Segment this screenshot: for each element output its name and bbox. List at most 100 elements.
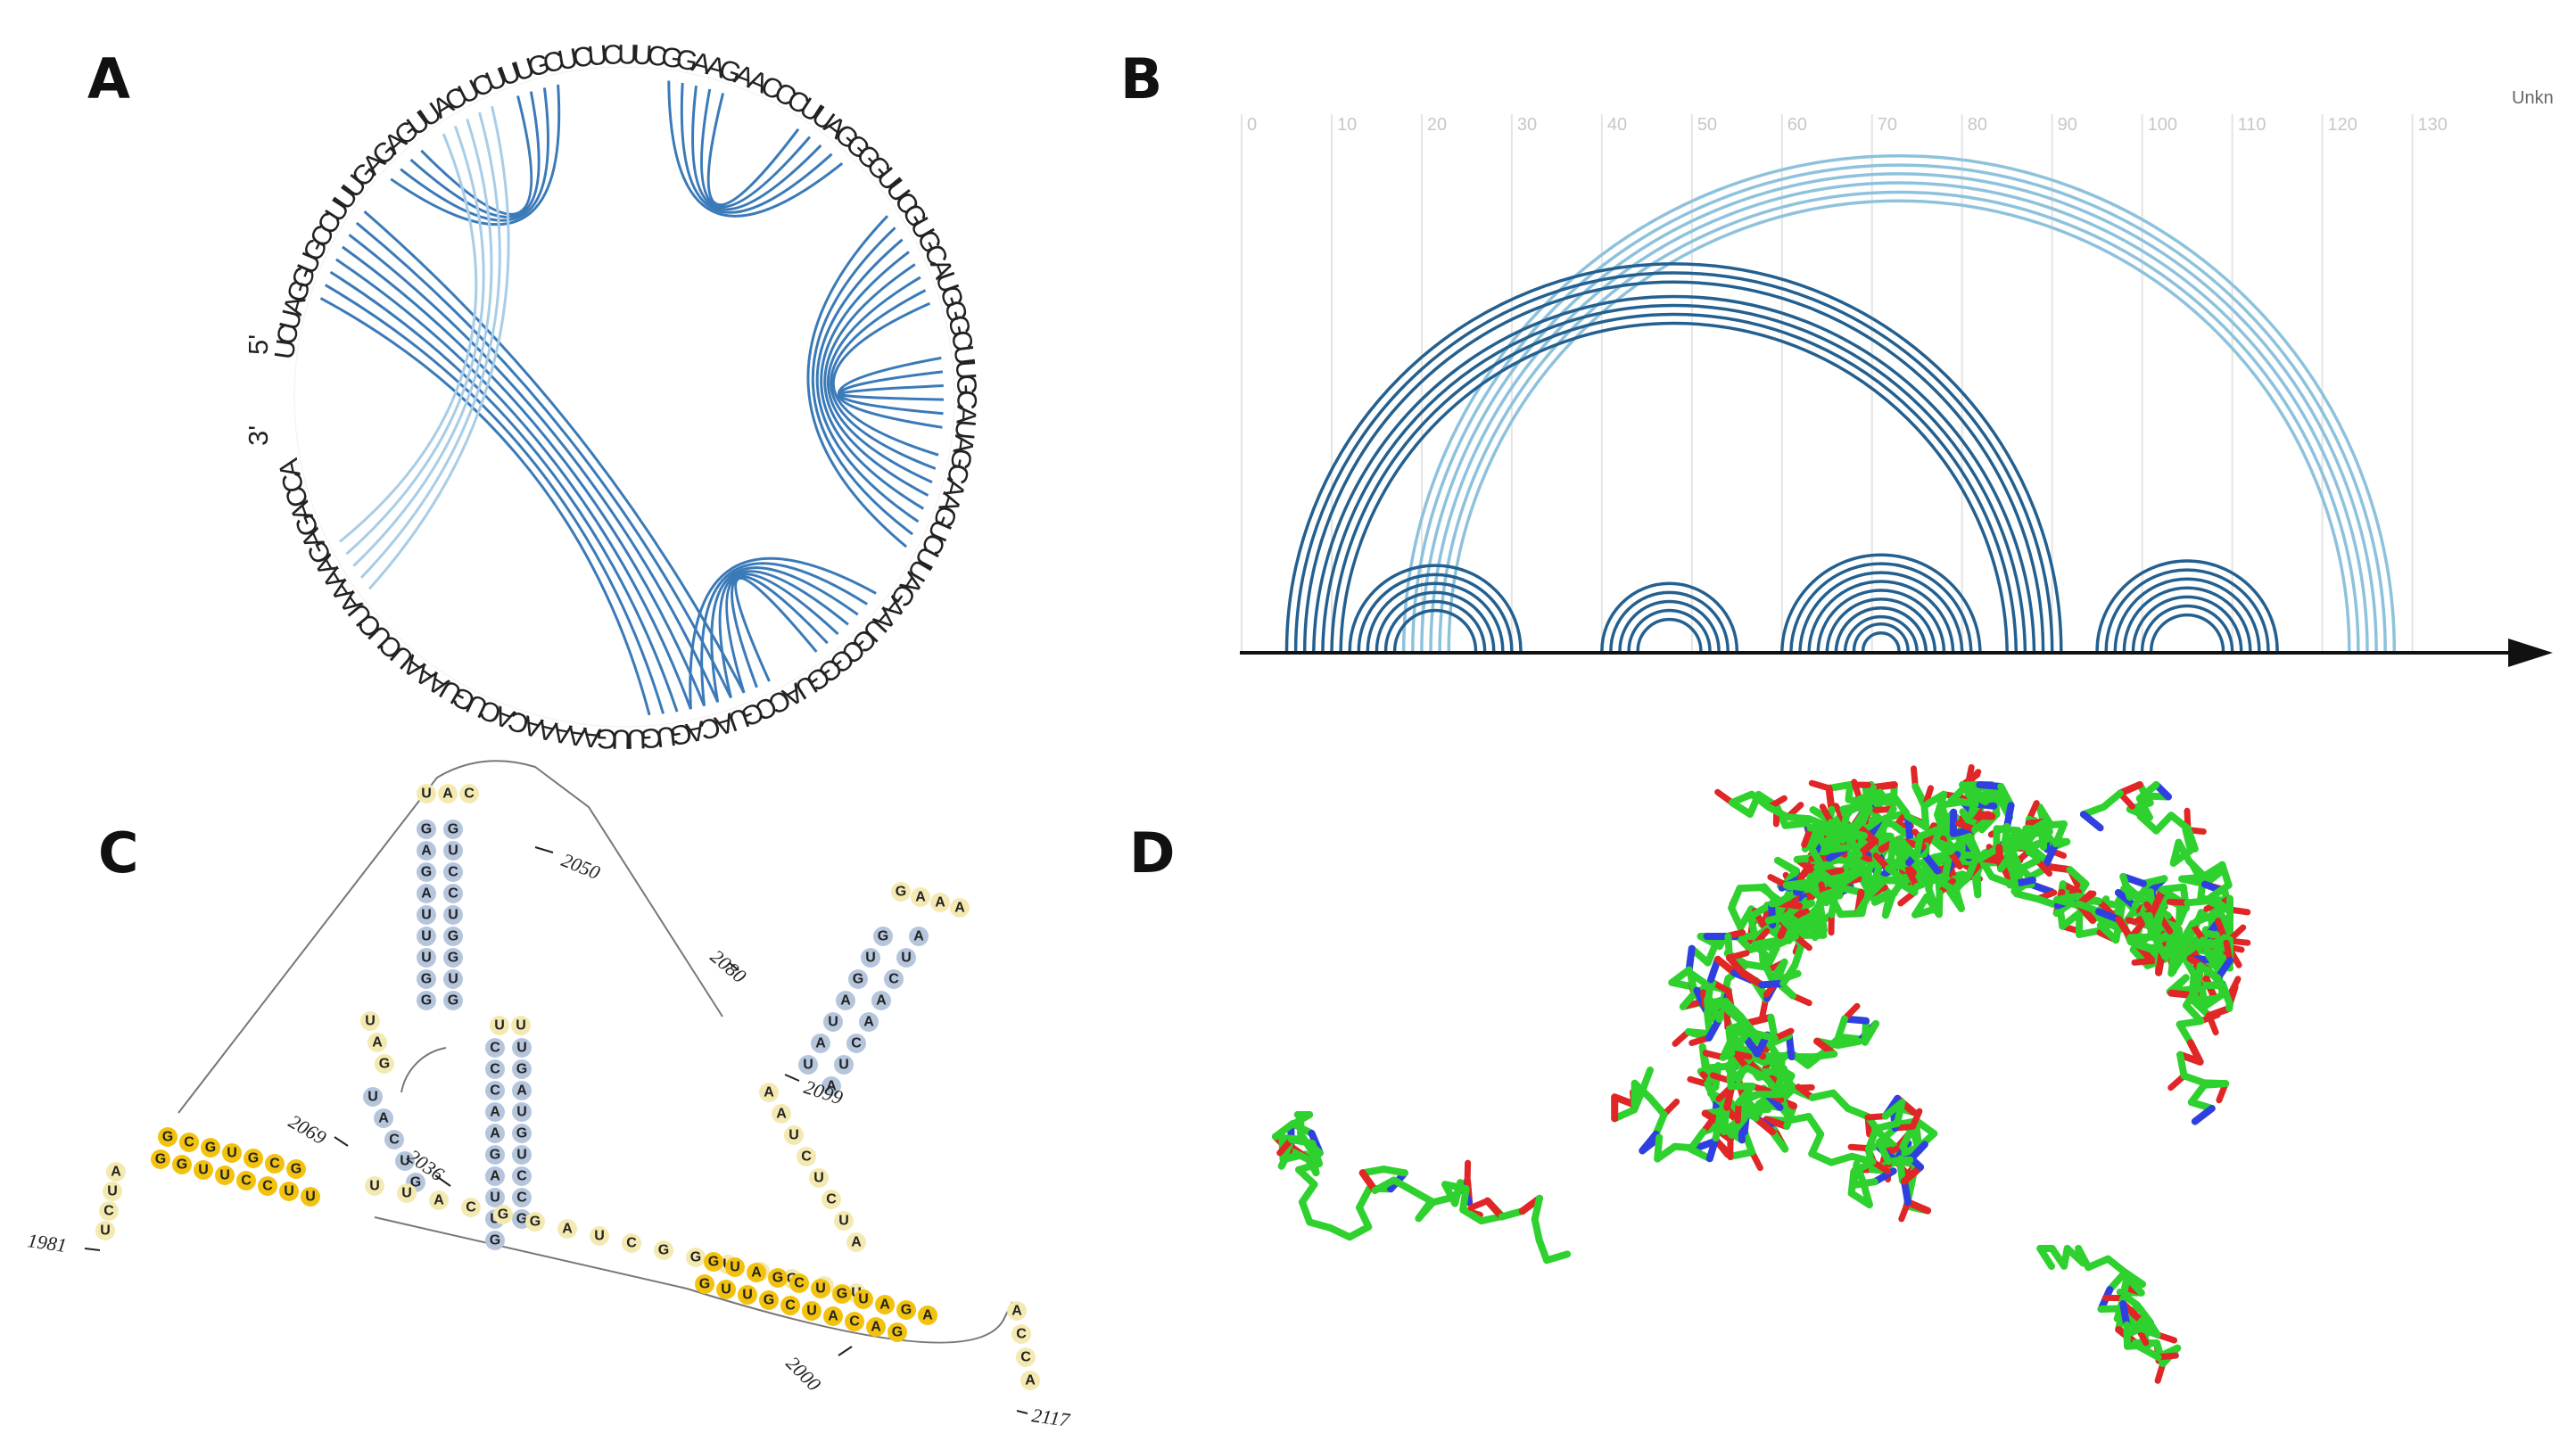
nucleotide-letter: G — [421, 865, 432, 880]
bond-stick — [2104, 1255, 2129, 1276]
nucleotide-bead — [222, 1143, 242, 1163]
nucleotide-letter: U — [421, 951, 432, 966]
sequence-nucleotide: U — [611, 723, 632, 754]
panel-b-label: B — [1120, 46, 1163, 111]
bond-stick — [1272, 1120, 1297, 1141]
bond-stick — [1837, 884, 1865, 896]
panel-b-arc — [1438, 190, 2360, 652]
nucleotide-bead — [417, 884, 436, 903]
nucleotide-letter: A — [815, 1036, 826, 1051]
nucleotide-letter: A — [915, 890, 926, 905]
nucleotide-letter: U — [721, 1282, 731, 1298]
nucleotide-bead — [236, 1171, 256, 1190]
nucleotide-letter: C — [626, 1236, 637, 1251]
nucleotide-bead — [215, 1166, 235, 1185]
nucleotide-bead — [896, 1300, 916, 1320]
base-pair-arc — [815, 238, 920, 523]
bond-stick — [1987, 873, 2016, 888]
nucleotide-bead — [590, 1226, 609, 1246]
base-pair-arc — [831, 301, 939, 457]
nucleotide-letter: G — [530, 1215, 541, 1230]
sequence-nucleotide: G — [659, 41, 685, 75]
nucleotide-letter: U — [367, 1090, 378, 1105]
sequence-nucleotide: U — [586, 39, 608, 72]
nucleotide-letter: G — [853, 972, 863, 987]
nucleotide-bead — [1011, 1324, 1031, 1344]
base-pair-arc — [706, 93, 800, 207]
bond-stick — [1751, 937, 1779, 949]
panel-b-arc — [1293, 271, 2054, 652]
sequence-nucleotide: G — [595, 722, 618, 754]
nucleotide-letter: G — [901, 1303, 912, 1318]
panel-b-arc — [1302, 280, 2045, 652]
bond-stick — [2161, 949, 2190, 960]
nucleotide-bead — [822, 1190, 841, 1209]
nucleotide-bead — [695, 1274, 714, 1294]
nucleotide-bead — [417, 991, 436, 1010]
panel-b-axis-arrow — [2508, 638, 2553, 667]
nucleotide-letter: G — [162, 1130, 173, 1145]
nucleotide-bead — [759, 1083, 779, 1102]
bond-stick — [2115, 916, 2134, 942]
bond-stick — [2169, 846, 2194, 867]
nucleotide-letter: G — [516, 1212, 527, 1227]
nucleotide-bead — [861, 948, 880, 968]
nucleotide-letter: A — [913, 929, 924, 944]
nucleotide-bead — [201, 1138, 220, 1158]
nucleotide-letter: U — [838, 1214, 849, 1229]
bond-stick — [1962, 834, 1982, 860]
nucleotide-bead — [461, 1198, 481, 1217]
panel-b-arc — [1366, 581, 1505, 652]
bond-stick — [1875, 1125, 1899, 1146]
nucleotide-bead — [859, 1012, 879, 1032]
bond-stick — [2052, 895, 2082, 910]
base-pair-arc — [390, 84, 561, 227]
base-pair-arc — [680, 82, 833, 214]
nucleotide-bead — [891, 882, 911, 902]
panel-b-arc — [1348, 564, 1523, 652]
bond-stick — [1531, 1194, 1543, 1223]
base-pair-arc — [710, 566, 859, 703]
bond-stick — [1346, 1223, 1373, 1241]
nucleotide-letter: U — [490, 1190, 500, 1206]
nucleotide-letter: G — [490, 1148, 500, 1163]
panel-b-arc — [1834, 606, 1928, 652]
nucleotide-bead — [797, 1147, 816, 1166]
panel-b-tick-label: 120 — [2328, 115, 2357, 135]
nucleotide-letter: A — [840, 993, 851, 1009]
sequence-nucleotide: U — [949, 358, 982, 381]
nucleotide-letter: C — [490, 1062, 500, 1077]
base-pair-arc — [319, 297, 651, 716]
nucleotide-letter: A — [372, 1035, 383, 1050]
nucleotide-letter: C — [785, 1298, 796, 1314]
bond-stick — [2183, 983, 2201, 1009]
panel-b-arc — [1807, 580, 1955, 652]
panel-b-arc — [1284, 262, 2063, 652]
panel-b-arc — [1627, 608, 1712, 652]
sequence-nucleotide: U — [632, 38, 653, 70]
panel-b-tick-label: 100 — [2148, 115, 2177, 135]
nucleotide-letter: A — [516, 1083, 527, 1099]
panel-b-arc — [1357, 573, 1514, 652]
bond-stick — [2151, 934, 2169, 960]
nucleotide-bead — [768, 1268, 788, 1288]
nucleotide-bead — [397, 1183, 417, 1203]
bond-stick — [1772, 933, 1799, 950]
base-pair-arc — [342, 245, 706, 707]
panel-b-arc — [2140, 604, 2234, 652]
nucleotide-letter: A — [863, 1015, 874, 1030]
nucleotide-bead — [911, 887, 930, 907]
base-pair-arc — [335, 258, 692, 710]
nucleotide-bead — [485, 1124, 505, 1143]
nucleotide-bead — [884, 969, 904, 989]
nucleotide-letter: C — [466, 1200, 476, 1215]
nucleotide-letter: A — [1025, 1373, 1036, 1388]
bond-stick — [2136, 812, 2160, 835]
bond-stick — [1828, 1152, 1856, 1166]
panel-b-arc — [2131, 595, 2243, 652]
nucleotide-letter: U — [730, 1260, 740, 1275]
nucleotide-bead — [557, 1219, 577, 1239]
nucleotide-letter: A — [828, 1309, 838, 1324]
